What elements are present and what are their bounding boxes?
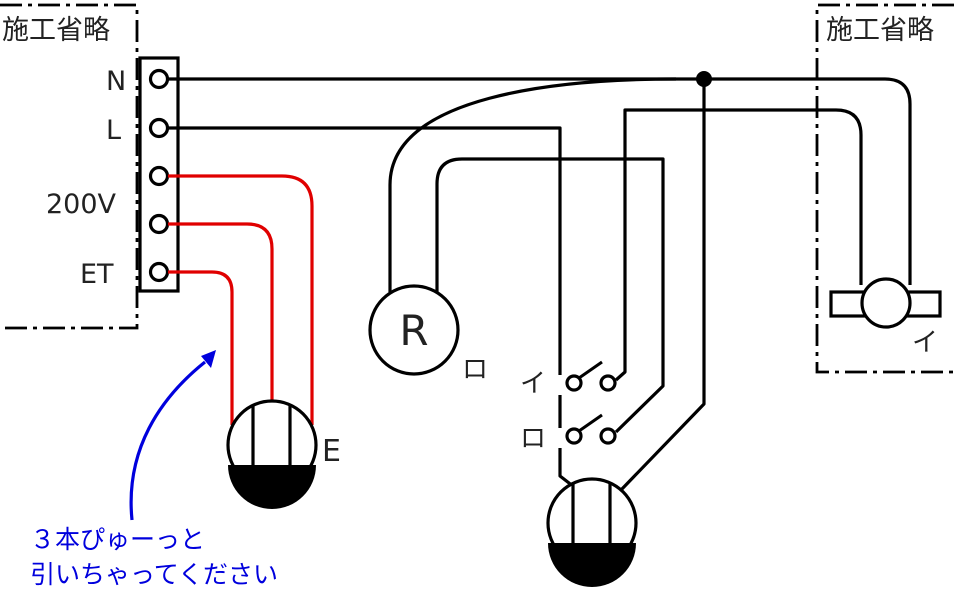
wire-neutral-drop — [619, 79, 706, 492]
lamp-r: R — [368, 284, 460, 376]
label-200v: 200V — [46, 189, 117, 220]
label-n: N — [106, 66, 126, 97]
wire-neutral-lamp — [388, 77, 677, 292]
black-wiring — [168, 77, 912, 492]
switch-i-label: イ — [520, 369, 546, 399]
wire-neutral — [168, 77, 912, 285]
red-wire-2 — [168, 222, 274, 402]
terminal-200v-1 — [148, 165, 170, 187]
light-tag: イ — [912, 328, 938, 358]
annotation-arrow — [129, 350, 216, 521]
terminal-200v-2 — [148, 213, 170, 235]
label-l: L — [106, 115, 121, 146]
red-wiring — [168, 174, 314, 425]
junction-dot — [696, 71, 712, 87]
switch-i — [565, 360, 617, 392]
right-omitted-box: 施工省略 — [815, 3, 954, 374]
lamp-symbol: R — [399, 306, 428, 355]
light-i — [829, 277, 942, 329]
label-et: ET — [80, 259, 114, 290]
wire-live — [168, 126, 562, 375]
outlet-lower — [546, 477, 638, 587]
left-omitted-box: 施工省略 — [0, 3, 139, 330]
right-box-title: 施工省略 — [826, 15, 934, 46]
switch-ro-label: ロ — [520, 424, 546, 454]
terminal-l — [148, 117, 170, 139]
switch-ro — [565, 413, 617, 445]
terminal-et — [148, 261, 170, 283]
red-wire-1 — [168, 174, 314, 425]
outlet-e-label: E — [322, 434, 341, 469]
outlet-200v-e — [226, 399, 318, 509]
lamp-tag: ロ — [462, 355, 488, 385]
red-wire-3 — [168, 270, 234, 425]
annotation-line-1: ３本ぴゅーっと — [30, 525, 205, 554]
wire-return-lamp — [435, 157, 665, 434]
terminal-n — [148, 68, 170, 90]
wire-return-light — [614, 108, 863, 382]
annotation-line-2: 引いちゃってください — [30, 560, 278, 589]
left-box-title: 施工省略 — [2, 15, 110, 46]
